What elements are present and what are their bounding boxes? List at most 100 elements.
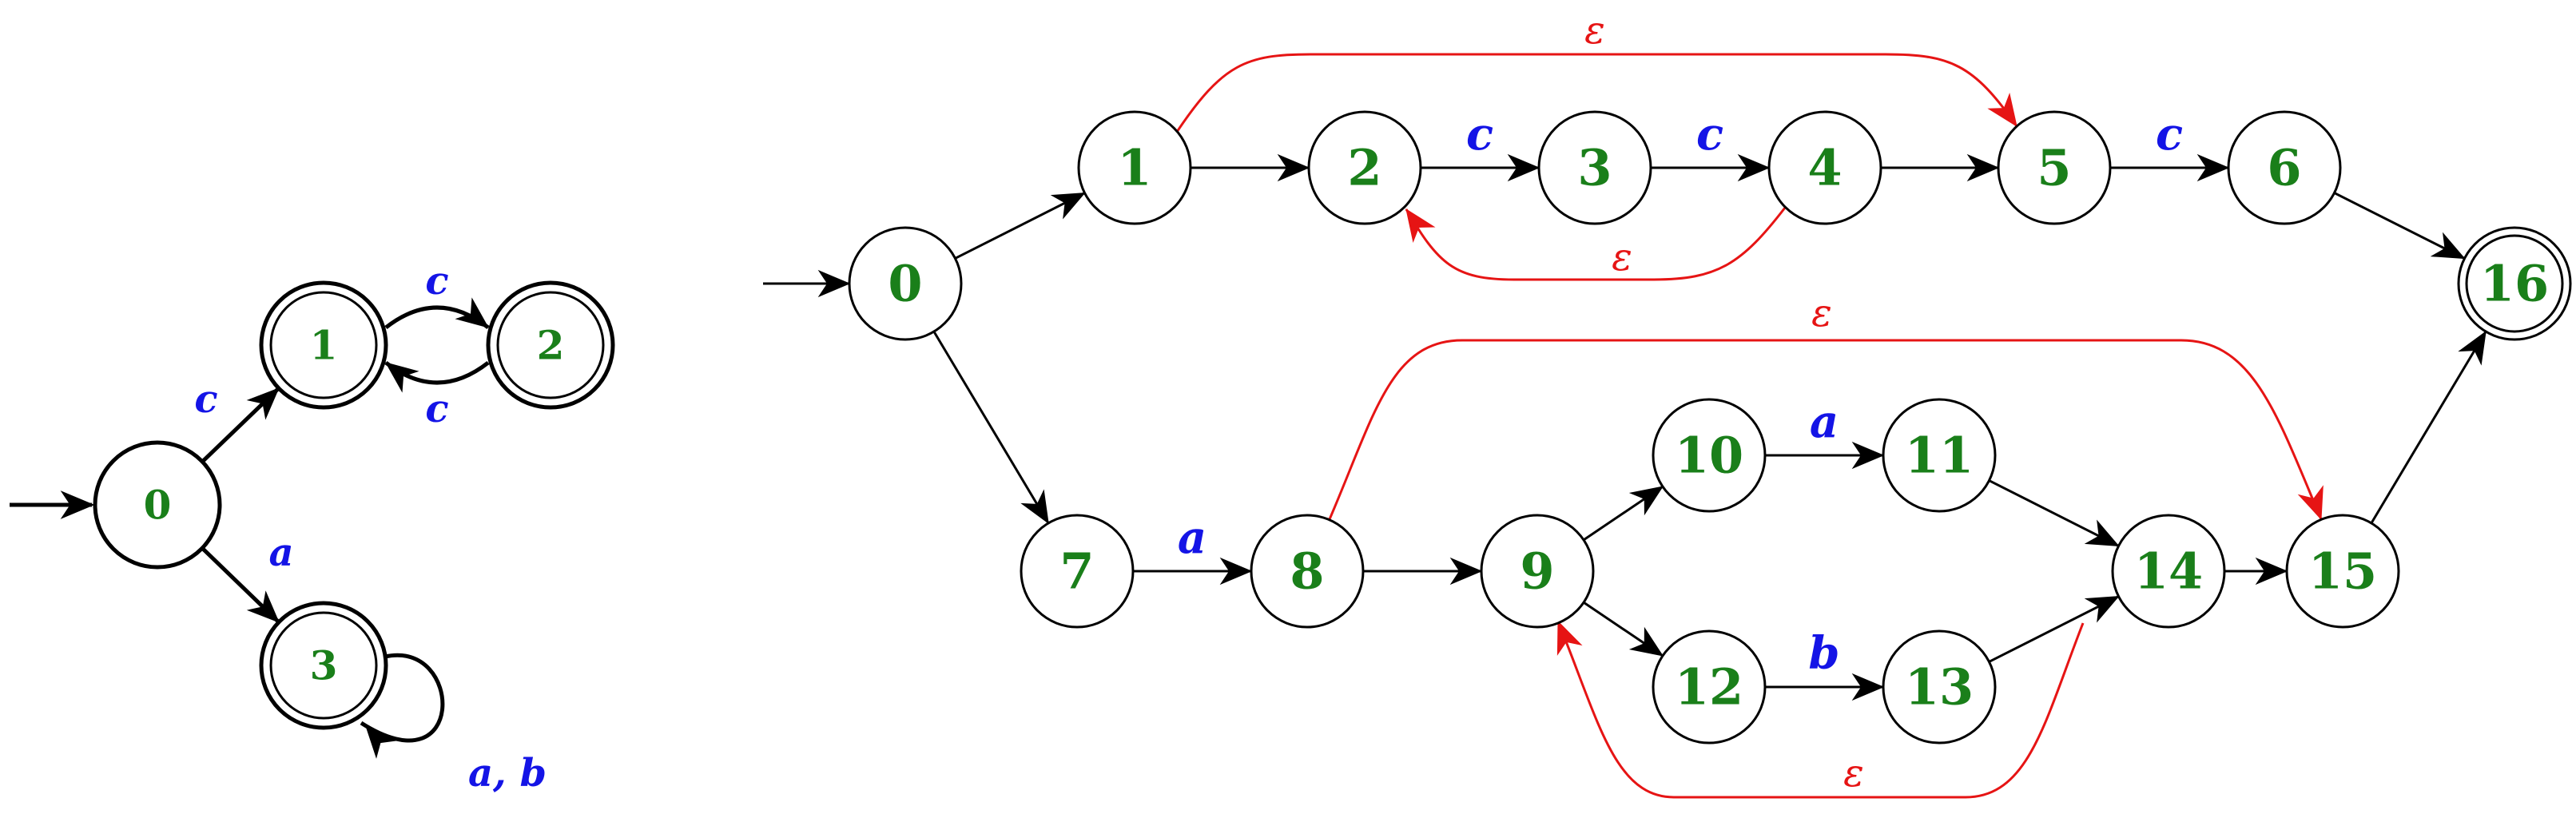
dfa-edge-0-1-arrowhead [246, 387, 280, 420]
nfa-state-5-label: 5 [2037, 139, 2071, 197]
nfa-edge-0-7 [932, 331, 1050, 524]
nfa-state-13 [1882, 629, 1997, 745]
nfa-state-13-label: 13 [1905, 658, 1974, 717]
nfa-edge-1-2-arrowhead [1277, 153, 1310, 182]
nfa-state-3-label: 3 [1577, 139, 1612, 197]
dfa-state-3-accept-ring [269, 611, 378, 720]
nfa-state-1-label: 1 [1117, 139, 1151, 197]
nfa-state-3 [1537, 110, 1652, 225]
nfa-state-16 [2457, 226, 2572, 341]
nfa-state-12 [1652, 629, 1767, 745]
nfa-state-10-label: 10 [1675, 427, 1743, 485]
nfa-state-16-accept-ring [2465, 234, 2564, 333]
dfa-edge-3-3-arrowhead [365, 725, 397, 759]
dfa-state-3-label: 3 [310, 642, 338, 689]
nfa-state-12-label: 12 [1675, 658, 1743, 717]
nfa-state-9 [1480, 514, 1595, 629]
dfa-edge-2-1-label: c [425, 387, 448, 431]
dfa-edge-3-3-label: a, b [468, 751, 547, 796]
dfa-initial-arrowhead [60, 490, 95, 519]
nfa-state-4 [1767, 110, 1882, 225]
nfa-edge-0-1 [954, 192, 1086, 260]
nfa-edge-10-11-label: a [1810, 395, 1839, 448]
nfa-epsilon-edge-1-5-label: ε [1584, 8, 1605, 53]
nfa-edge-5-6-label: c [2156, 108, 2183, 161]
dfa-state-0 [93, 440, 222, 570]
nfa-edge-4-5-arrowhead [1966, 153, 2000, 182]
nfa-state-8-label: 8 [1290, 542, 1324, 601]
nfa-edge-11-14-arrowhead [2084, 519, 2120, 547]
nfa-edge-2-3-arrowhead [1507, 153, 1540, 182]
nfa-state-6 [2227, 110, 2342, 225]
dfa-state-1-label: 1 [310, 322, 338, 369]
nfa-epsilon-edge-8-15 [1328, 339, 2323, 520]
dfa-edge-0-1-label: c [194, 377, 217, 422]
nfa-state-0 [848, 226, 963, 341]
nfa-edge-9-12-arrowhead [1628, 626, 1664, 657]
nfa-state-15 [2285, 514, 2400, 629]
nfa-state-6-label: 6 [2267, 139, 2301, 197]
nfa-edge-3-4-label: c [1696, 108, 1723, 161]
nfa-edge-3-4-arrowhead [1737, 153, 1771, 182]
nfa-edge-9-10-arrowhead [1628, 486, 1664, 516]
nfa-state-0-label: 0 [888, 255, 922, 313]
dfa-edge-0-3-arrowhead [246, 590, 280, 623]
nfa-state-1 [1077, 110, 1192, 225]
dfa-state-1-accept-ring [269, 291, 378, 399]
nfa-edge-5-6-arrowhead [2196, 153, 2230, 182]
dfa-edge-2-1-arrowhead [384, 362, 419, 393]
nfa-edge-7-8-label: a [1178, 511, 1207, 564]
nfa-epsilon-edge-1-5-arrowhead [1987, 93, 2017, 128]
nfa-edge-15-16-arrowhead [2458, 330, 2487, 366]
nfa-state-14-label: 14 [2134, 542, 2203, 601]
nfa-state-11-label: 11 [1905, 427, 1974, 485]
nfa-epsilon-edge-8-15-arrowhead [2297, 485, 2324, 521]
nfa-state-11 [1882, 398, 1997, 513]
nfa-epsilon-edge-4-2 [1405, 207, 1787, 281]
nfa-epsilon-edge-4-2-arrowhead [1405, 208, 1436, 244]
dfa-state-2-accept-ring [496, 291, 605, 399]
nfa-edge-8-9-arrowhead [1449, 557, 1483, 586]
nfa-epsilon-edge-14-9 [1556, 621, 2085, 799]
nfa-edge-12-13-label: b [1808, 627, 1839, 680]
nfa-edge-12-13-arrowhead [1851, 673, 1885, 701]
nfa-edge-14-15-arrowhead [2255, 557, 2288, 586]
nfa-state-15-label: 15 [2308, 542, 2377, 601]
nfa-state-8 [1250, 514, 1365, 629]
dfa-edge-1-2-label: c [425, 259, 448, 304]
nfa-initial-arrowhead [817, 269, 851, 298]
nfa-state-16-label: 16 [2480, 255, 2549, 313]
nfa-edge-0-1-arrowhead [1050, 192, 1086, 220]
nfa-edge-2-3-label: c [1466, 108, 1493, 161]
nfa-state-14 [2111, 514, 2226, 629]
nfa-edge-7-8-arrowhead [1219, 557, 1253, 586]
dfa-state-2 [486, 280, 615, 410]
nfa-epsilon-edge-8-15-label: ε [1811, 291, 1832, 336]
nfa-epsilon-edge-14-9-arrowhead [1556, 620, 1583, 656]
nfa-state-2 [1307, 110, 1422, 225]
dfa-state-3 [259, 601, 388, 730]
dfa-state-1 [259, 280, 388, 410]
nfa-edge-13-14-arrowhead [2084, 595, 2120, 623]
nfa-edge-6-16 [2333, 192, 2466, 260]
nfa-state-9-label: 9 [1520, 542, 1554, 601]
nfa-state-7-label: 7 [1059, 542, 1094, 601]
nfa-epsilon-edge-14-9-label: ε [1843, 751, 1864, 796]
dfa-edge-0-3-label: a [268, 530, 293, 575]
nfa-edge-6-16-arrowhead [2430, 232, 2466, 260]
nfa-edge-15-16 [2370, 331, 2487, 524]
nfa-edge-0-7-arrowhead [1020, 489, 1049, 525]
nfa-edge-10-11-arrowhead [1851, 441, 1885, 470]
nfa-state-4-label: 4 [1807, 139, 1842, 197]
nfa-state-7 [1020, 514, 1135, 629]
nfa-edge-11-14 [1988, 479, 2120, 547]
dfa-edge-1-2-arrowhead [455, 297, 490, 328]
nfa-epsilon-edge-4-2-label: ε [1612, 235, 1632, 280]
dfa-state-2-label: 2 [537, 322, 565, 369]
nfa-state-5 [1997, 110, 2112, 225]
nfa-state-2-label: 2 [1347, 139, 1381, 197]
dfa-edge-3-3 [360, 653, 445, 743]
